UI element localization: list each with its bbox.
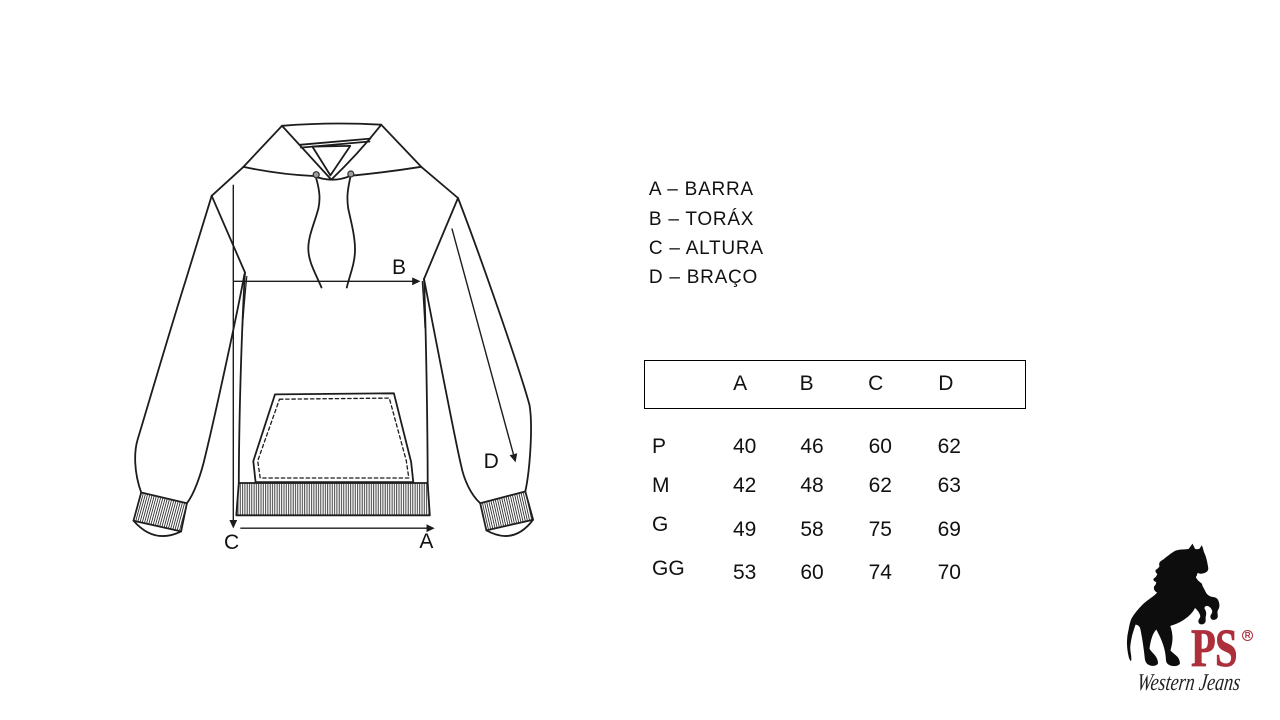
svg-text:A: A [419,530,433,553]
svg-text:C: C [224,531,239,554]
svg-text:D: D [484,450,499,473]
svg-text:B: B [392,256,406,279]
